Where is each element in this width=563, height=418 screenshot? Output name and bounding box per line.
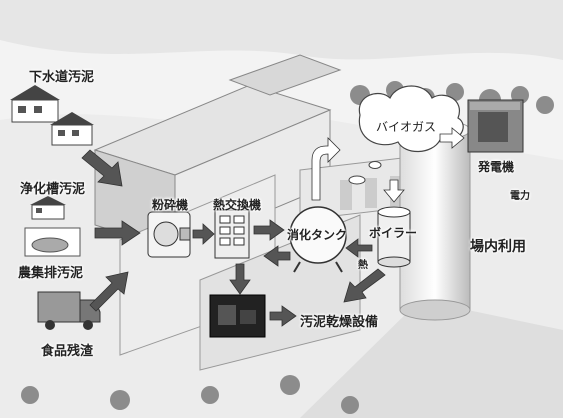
label-onsite-use: 場内利用 (470, 239, 526, 255)
label-sewage-sludge: 下水道汚泥 (29, 70, 95, 85)
label-digester: 消化タンク (287, 228, 348, 242)
label-generator: 発電機 (478, 160, 515, 174)
dryer-unit (209, 294, 266, 338)
lawn (300, 300, 563, 418)
label-heat-exchanger: 熱交換機 (213, 198, 262, 212)
label-heat: 熱 (358, 260, 368, 271)
crusher-machine (147, 211, 191, 258)
house-1 (10, 85, 60, 123)
label-agri-sludge: 農集排汚泥 (18, 266, 84, 281)
flow-arrows (81, 127, 465, 327)
label-power: 電力 (510, 191, 530, 202)
biogas-cloud (358, 85, 464, 153)
agri-tank (24, 227, 81, 257)
heat-exchanger-machine (214, 209, 250, 259)
food-truck (37, 291, 101, 330)
digester-sphere (289, 206, 347, 273)
gas-bubble-1 (348, 175, 366, 185)
label-food-waste: 食品残渣 (41, 344, 94, 359)
gas-bubble-2 (368, 161, 382, 169)
label-septic-sludge: 浄化槽汚泥 (20, 182, 86, 197)
label-crusher: 粉砕機 (152, 198, 189, 212)
septic-house (30, 196, 66, 220)
label-biogas: バイオガス (376, 120, 437, 134)
sky-band (0, 0, 563, 60)
boiler-cylinder (377, 206, 411, 268)
house-2 (50, 112, 94, 146)
label-dryer: 汚泥乾燥設備 (300, 315, 379, 330)
generator-photo (467, 99, 524, 153)
label-boiler: ボイラー (369, 226, 418, 240)
